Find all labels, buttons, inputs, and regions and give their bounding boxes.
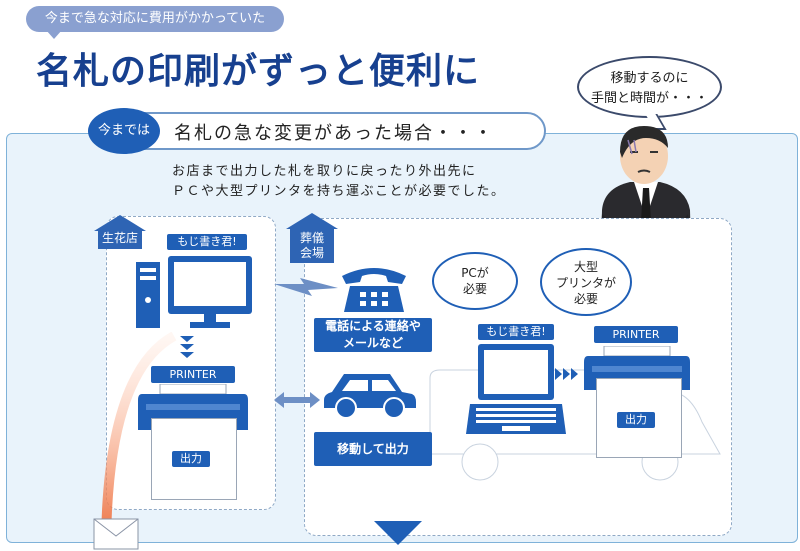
printer-label-left: PRINTER (151, 366, 235, 383)
body-line-1: お店まで出力した札を取りに戻ったり外出先に (172, 164, 477, 179)
output-label-left: 出力 (172, 451, 210, 467)
place-tag-flower-shop: 生花店 (94, 215, 146, 249)
header-tag: 今まで急な対応に費用がかかっていた (26, 6, 284, 32)
place-tag-funeral-hall: 葬儀 会場 (286, 213, 338, 263)
laptop-icon (466, 344, 566, 434)
body-line-2: ＰＣや大型プリンタを持ち運ぶことが必要でした。 (172, 184, 506, 199)
place-line-1: 葬儀 (299, 231, 324, 245)
output-label-right: 出力 (617, 412, 655, 428)
place-line-2: 会場 (299, 246, 324, 260)
printer-bubble-line-3: 必要 (573, 292, 598, 306)
right-arrows-icon (555, 368, 578, 380)
lightning-icon (274, 278, 338, 296)
header-tag-tail (46, 30, 62, 39)
page-title: 名札の印刷がずっと便利に (36, 51, 481, 92)
section-heading: 名札の急な変更があった場合・・・ (174, 123, 494, 144)
printer-needed-bubble: 大型 プリンタが 必要 (540, 248, 632, 316)
phone-label-line-1: 電話による連絡や (325, 319, 421, 333)
envelope-icon (93, 518, 139, 550)
printer-label-right: PRINTER (594, 326, 678, 343)
section-body: お店まで出力した札を取りに戻ったり外出先に ＰＣや大型プリンタを持ち運ぶことが必… (172, 162, 506, 202)
move-output-label: 移動して出力 (314, 432, 432, 466)
down-arrows-icon (180, 336, 194, 358)
heading-pill (90, 112, 546, 150)
phone-label-line-2: メールなど (342, 336, 403, 350)
pc-needed-bubble: PCが 必要 (432, 252, 518, 310)
pc-bubble-line-2: 必要 (462, 282, 487, 296)
telephone-icon (342, 268, 406, 312)
next-step-arrow (374, 521, 422, 545)
thought-bubble: 移動するのに 手間と時間が・・・ (577, 56, 722, 118)
thought-line-1: 移動するのに (610, 71, 689, 86)
pc-bubble-line-1: PCが (461, 266, 489, 280)
software-label-left: もじ書き君! (167, 234, 247, 250)
software-label-right: もじ書き君! (478, 324, 554, 340)
car-icon (324, 374, 416, 419)
mail-route-arc (101, 332, 177, 543)
printer-bubble-line-2: プリンタが (555, 276, 616, 290)
printer-bubble-line-1: 大型 (573, 260, 598, 274)
section-badge: 今までは (88, 108, 160, 154)
thought-line-2: 手間と時間が・・・ (590, 91, 708, 106)
desktop-computer-icon (136, 256, 252, 328)
phone-contact-label: 電話による連絡や メールなど (314, 318, 432, 352)
double-arrow-icon (274, 392, 320, 408)
